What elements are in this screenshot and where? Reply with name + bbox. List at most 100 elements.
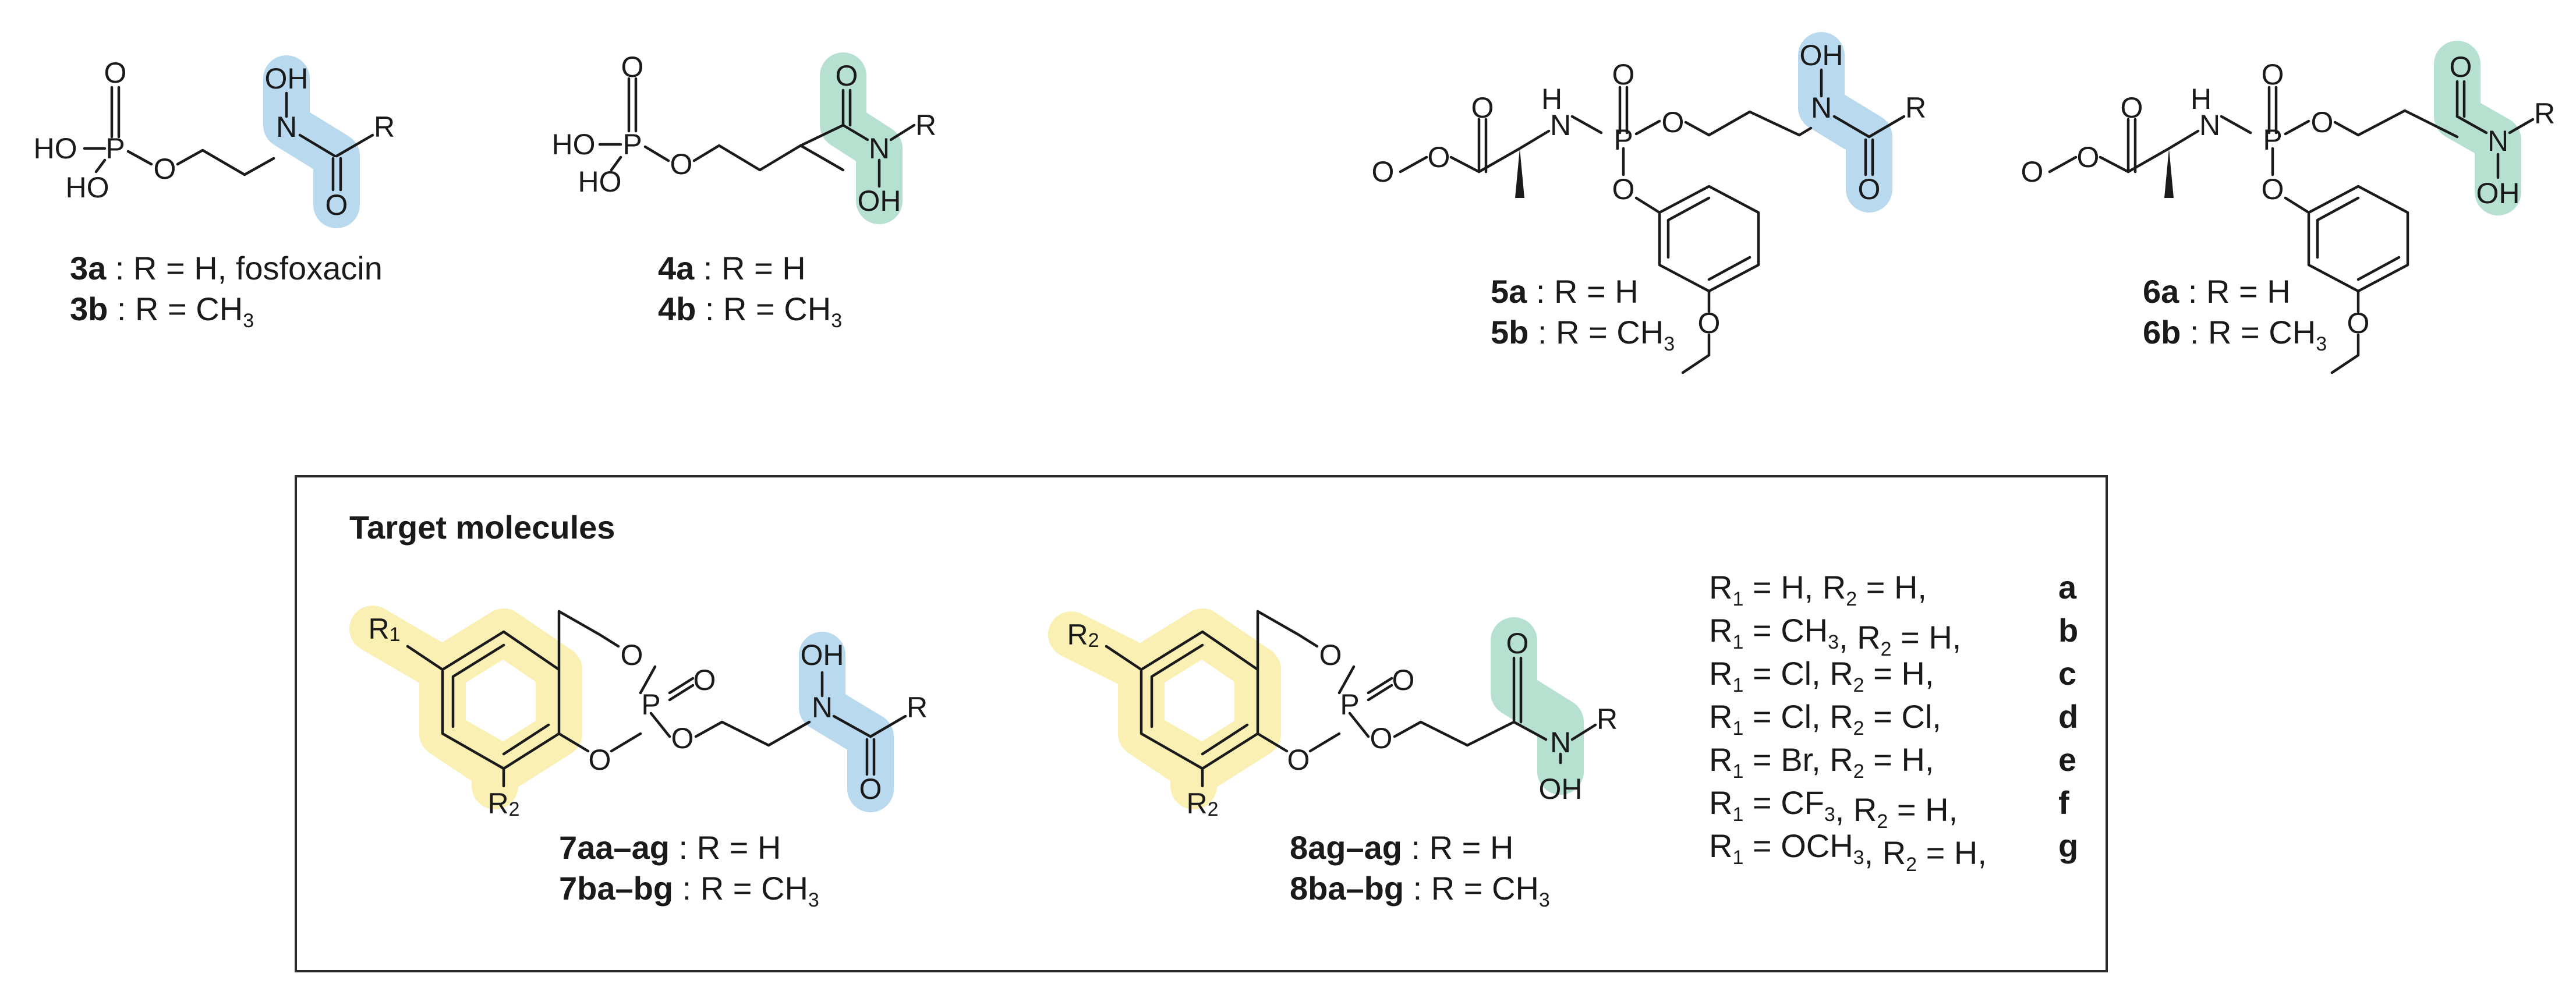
compound-6: O O O N H O P O O O N R OH O — [2021, 41, 2555, 374]
atom-n-3: N — [276, 111, 297, 143]
substituent-row-f: R1 = CF3, R2 = H, — [1709, 784, 1958, 833]
atom-p-8: P — [1340, 688, 1359, 721]
atom-o-8a: O — [1319, 639, 1342, 671]
atom-n-4: N — [869, 132, 890, 165]
atom-r-4: R — [915, 109, 936, 141]
substituent-code-e: e — [2058, 741, 2076, 778]
atom-o-5h: O — [1698, 307, 1721, 339]
atom-oh-8: OH — [1539, 773, 1583, 805]
atom-o-6b: O — [2077, 141, 2100, 174]
substituent-row-a: R1 = H, R2 = H, — [1709, 569, 1927, 610]
atom-r2-8b: R2 — [1186, 787, 1218, 820]
atom-p-7: P — [641, 688, 660, 721]
label-5b: 5b : R = CH3 — [1491, 314, 1675, 355]
atom-o-7a: O — [621, 639, 643, 671]
compound-5: O O O N H O P O O OH N R O O — [1372, 32, 1926, 374]
atom-oh-6: OH — [2476, 177, 2520, 210]
atom-o-6g: O — [2450, 51, 2472, 83]
atom-o-5c: O — [1471, 91, 1494, 124]
atom-ho-3b: HO — [66, 171, 109, 204]
substituent-code-a: a — [2058, 569, 2077, 606]
atom-o-3b: O — [154, 153, 176, 185]
atom-o-5b: O — [1428, 141, 1450, 174]
substituent-row-c: R1 = Cl, R2 = H, — [1709, 655, 1934, 696]
substituent-code-g: g — [2058, 827, 2078, 864]
atom-o-8d: O — [1370, 722, 1393, 755]
substituent-row-e: R1 = Br, R2 = H, — [1709, 741, 1934, 783]
atom-r-6: R — [2534, 97, 2555, 130]
atom-o-8c: O — [1392, 664, 1415, 696]
atom-o-5d: O — [1612, 58, 1635, 91]
atom-oh-3: OH — [265, 62, 309, 95]
compound-8: R2 R2 O O P O O O N R OH — [1048, 608, 1618, 820]
compound-7: R1 R2 O O P O O OH N R O — [349, 606, 928, 820]
atom-nh-6: N — [2199, 109, 2220, 141]
label-3b: 3b : R = CH3 — [70, 291, 254, 332]
atom-o-4a: O — [621, 51, 644, 83]
label-4b: 4b : R = CH3 — [658, 291, 842, 332]
compound-4: O P HO HO O O N R OH — [552, 51, 936, 224]
compound-3: O P HO HO O OH N R O — [34, 55, 395, 228]
atom-o-8b: O — [1287, 744, 1310, 776]
atom-n-8: N — [1550, 726, 1571, 759]
atom-p-6: P — [2263, 123, 2282, 156]
label-7b: 7ba–bg : R = CH3 — [559, 870, 819, 911]
label-3a: 3a : R = H, fosfoxacin — [70, 250, 383, 286]
atom-r-8: R — [1597, 703, 1618, 735]
atom-oh-7: OH — [801, 639, 844, 671]
label-7a: 7aa–ag : R = H — [559, 829, 781, 866]
atom-ho-4a: HO — [552, 128, 596, 161]
atom-o-6c: O — [2121, 91, 2143, 124]
atom-o-4b: O — [670, 148, 693, 180]
atom-o-7c: O — [693, 664, 716, 696]
atom-h-6: H — [2191, 83, 2211, 115]
atom-o-8e: O — [1506, 627, 1529, 660]
atom-n-7: N — [812, 691, 833, 724]
atom-p-4: P — [622, 128, 642, 161]
atom-o-5f: O — [1612, 173, 1635, 206]
atom-o-7b: O — [589, 744, 611, 776]
atom-o-6a: O — [2021, 155, 2044, 188]
atom-o-5e: O — [1662, 106, 1685, 139]
atom-r-5: R — [1905, 91, 1926, 124]
atom-n-5: N — [1811, 91, 1832, 124]
atom-ho-3a: HO — [34, 132, 77, 165]
atom-r2-7: R2 — [487, 787, 519, 820]
target-molecules-title: Target molecules — [349, 509, 615, 546]
label-5a: 5a : R = H — [1491, 273, 1639, 310]
label-6b: 6b : R = CH3 — [2143, 314, 2327, 355]
atom-oh-4: OH — [858, 185, 901, 217]
label-4a: 4a : R = H — [658, 250, 806, 286]
atom-o-6h: O — [2347, 307, 2370, 339]
substituent-table: R1 = H, R2 = H,aR1 = CH3, R2 = H,bR1 = C… — [1709, 569, 2078, 876]
label-6a: 6a : R = H — [2143, 273, 2291, 310]
aryl-highlight-7 — [349, 606, 582, 809]
substituent-code-b: b — [2058, 612, 2078, 649]
substituent-code-f: f — [2058, 784, 2069, 821]
atom-o-3c: O — [325, 189, 348, 221]
atom-o-4c: O — [836, 59, 858, 92]
atom-oh-5: OH — [1800, 39, 1843, 72]
substituent-row-g: R1 = OCH3, R2 = H, — [1709, 827, 1987, 876]
atom-r1-7: R1 — [368, 613, 400, 646]
atom-n-6: N — [2487, 125, 2508, 157]
label-8b: 8ba–bg : R = CH3 — [1290, 870, 1550, 911]
atom-o-6f: O — [2262, 173, 2284, 206]
atom-o-5a: O — [1372, 155, 1395, 188]
atom-o-5g: O — [1858, 173, 1881, 206]
atom-o-6e: O — [2311, 106, 2334, 139]
substituent-code-d: d — [2058, 698, 2078, 735]
atom-p-5: P — [1613, 123, 1633, 156]
atom-o-6d: O — [2262, 58, 2284, 91]
atom-r-7: R — [907, 691, 928, 724]
atom-r-3: R — [374, 111, 395, 143]
atom-o-7e: O — [859, 773, 882, 805]
substituent-row-d: R1 = Cl, R2 = Cl, — [1709, 698, 1941, 739]
atom-nh-5: N — [1550, 109, 1571, 141]
atom-o-3a: O — [104, 56, 127, 89]
atom-p-3: P — [105, 132, 125, 165]
substituent-code-c: c — [2058, 655, 2076, 692]
target-molecules-box — [295, 475, 2108, 972]
label-8a: 8ag–ag : R = H — [1290, 829, 1513, 866]
